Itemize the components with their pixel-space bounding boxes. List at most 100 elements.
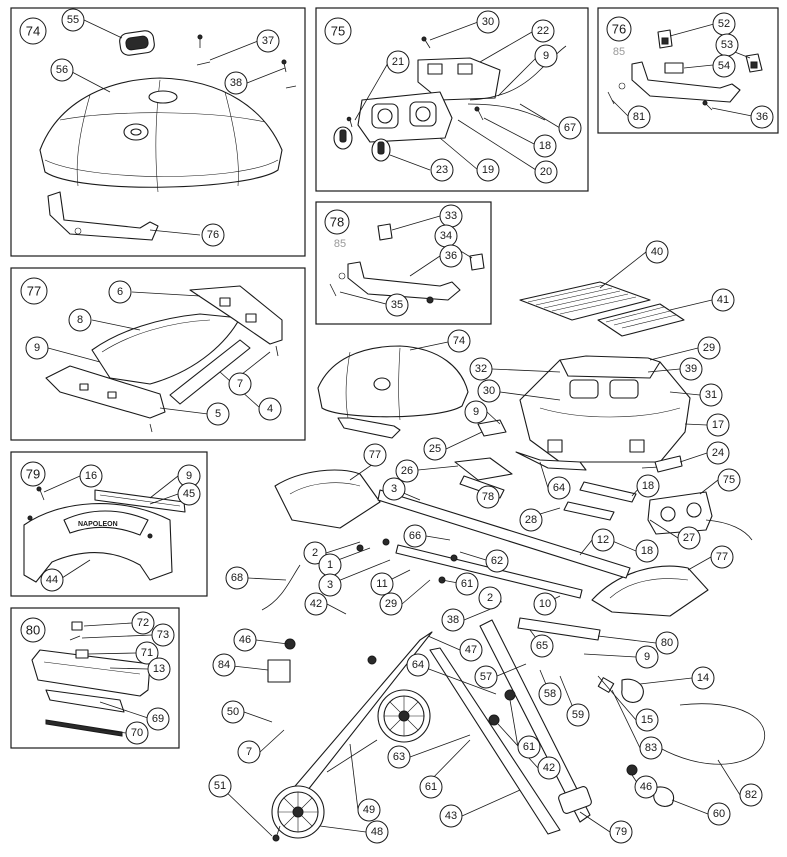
callout-36b: 36 [445, 250, 457, 262]
section-77-label: 77 [27, 284, 41, 299]
part-30-burner-area [559, 355, 661, 379]
callout-41: 41 [717, 294, 729, 306]
callout-33: 33 [445, 210, 457, 222]
part-80-bracket [517, 617, 601, 641]
callout-12: 12 [597, 534, 609, 546]
callout-7b: 7 [246, 746, 252, 758]
callout-69: 69 [152, 713, 164, 725]
callout-54: 54 [718, 60, 730, 72]
callout-27: 27 [683, 532, 695, 544]
section-77-frame [10, 267, 306, 441]
callout-42a: 42 [310, 598, 322, 610]
callout-50: 50 [227, 706, 239, 718]
callout-57: 57 [480, 671, 492, 683]
lid-handle [47, 191, 159, 241]
part-24-bracket [654, 455, 683, 473]
callout-44: 44 [46, 574, 58, 586]
callout-17: 17 [712, 419, 724, 431]
callout-66: 66 [409, 530, 421, 542]
section-79-label: 79 [26, 467, 40, 482]
callout-36a: 36 [756, 111, 768, 123]
callout-8: 8 [77, 314, 83, 326]
brand-text: NAPOLEON [78, 521, 118, 528]
callout-59: 59 [572, 709, 584, 721]
callout-6: 6 [117, 286, 123, 298]
part-12-front-rail [377, 489, 631, 579]
part-26-drip-tray [454, 457, 513, 481]
section-80-label: 80 [26, 623, 40, 638]
part-5-shelf-handle [45, 365, 166, 419]
callout-31: 31 [705, 389, 717, 401]
callout-37 [256, 29, 280, 53]
part-13-bracket [31, 649, 151, 697]
callout-85b: 85 [334, 238, 346, 250]
section-80-frame [10, 607, 180, 749]
callout-63: 63 [393, 751, 405, 763]
callout-29b: 29 [385, 598, 397, 610]
callout-5: 5 [215, 408, 221, 420]
callout-22: 22 [537, 25, 549, 37]
callout-18b: 18 [642, 480, 654, 492]
callout-30a: 30 [482, 16, 494, 28]
section-75-frame [315, 7, 589, 192]
callout-71: 71 [141, 647, 153, 659]
part-45-grip [94, 489, 186, 513]
callout-47: 47 [465, 644, 477, 656]
section-77-side-shelf: 77 6 8 9 7 5 4 [10, 267, 306, 441]
part-10-rear-rail [395, 544, 583, 599]
part-75-control-panel [647, 491, 713, 535]
callout-62: 62 [491, 555, 503, 567]
section-79-cart-handle: 79 NAPOLEON 16 9 45 44 [10, 451, 208, 597]
callout-9c: 9 [186, 470, 192, 482]
part-6-shelf-bracket [189, 285, 283, 345]
callout-53: 53 [721, 39, 733, 51]
part-18-strip [579, 481, 637, 503]
part-77-left-shelf [274, 469, 381, 529]
callout-73: 73 [157, 629, 169, 641]
callout-80b: 80 [661, 637, 673, 649]
part-43-leg-right [479, 619, 591, 823]
callout-26: 26 [401, 465, 413, 477]
callout-29a: 29 [703, 342, 715, 354]
part-82-strap [659, 703, 766, 765]
callout-14: 14 [697, 672, 709, 684]
part-4-rod [169, 339, 251, 405]
part-44-brand-plate [63, 510, 149, 536]
callout-83: 83 [645, 742, 657, 754]
part-43-leg [429, 647, 561, 835]
callout-49: 49 [363, 804, 375, 816]
part-72-clip [71, 621, 83, 631]
callout-4: 4 [267, 403, 273, 415]
callout-46b: 46 [640, 781, 652, 793]
callout-37-text: 37 [262, 35, 274, 47]
part-49-axle [326, 739, 378, 773]
section-76-lid-handle: 76 85 52 53 54 81 36 [597, 7, 779, 134]
section-78-frame [315, 201, 492, 325]
callout-34: 34 [440, 230, 452, 242]
callout-61a: 61 [461, 578, 473, 590]
part-60-clamp [653, 786, 674, 807]
section-78-front-handle: 78 85 33 34 36 35 [315, 201, 492, 325]
callout-7a: 7 [237, 378, 243, 390]
callout-20: 20 [540, 166, 552, 178]
part-34-cap [469, 253, 485, 271]
callout-75b: 75 [723, 474, 735, 486]
callout-1: 1 [327, 559, 333, 571]
part-76-handle [631, 61, 741, 103]
callout-72: 72 [137, 617, 149, 629]
part-36-handle-bar [347, 261, 461, 301]
callout-56 [50, 58, 74, 82]
callout-18c: 18 [641, 545, 653, 557]
callout-64a: 64 [553, 482, 565, 494]
callout-19: 19 [482, 164, 494, 176]
callout-21: 21 [392, 56, 404, 68]
callout-38-text: 38 [230, 77, 242, 89]
callout-79b: 79 [615, 826, 627, 838]
callout-2b: 2 [487, 592, 493, 604]
callout-42b: 42 [543, 762, 555, 774]
callout-10: 10 [539, 598, 551, 610]
callout-84: 84 [218, 659, 230, 671]
callout-61b: 61 [523, 741, 535, 753]
callout-15: 15 [641, 714, 653, 726]
